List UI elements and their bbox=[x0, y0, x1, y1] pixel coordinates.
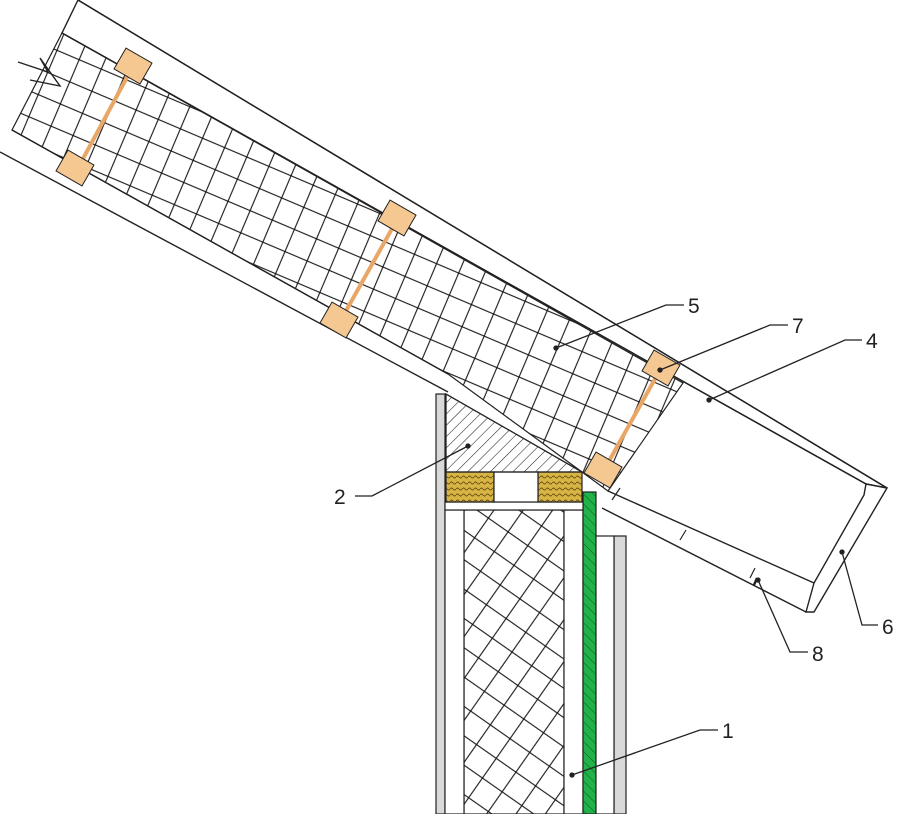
leader-8 bbox=[757, 579, 808, 653]
leader-6 bbox=[841, 551, 878, 626]
timber-block-right bbox=[537, 471, 583, 503]
tie-pad bbox=[583, 451, 623, 489]
wall-stud-right bbox=[563, 509, 584, 814]
wall-stud-left bbox=[444, 509, 465, 814]
tie-pad bbox=[113, 47, 153, 85]
callout-label-6: 6 bbox=[882, 616, 894, 639]
callout-label-8: 8 bbox=[812, 643, 824, 666]
wall-lining-right bbox=[613, 535, 627, 814]
leader-4 bbox=[708, 339, 862, 401]
wall-insulation bbox=[463, 509, 565, 814]
timber-wedge bbox=[445, 392, 585, 473]
leader-7 bbox=[659, 324, 788, 371]
callout-label-2: 2 bbox=[334, 486, 346, 509]
roof-panel bbox=[0, 0, 889, 613]
eaves-end-cap bbox=[805, 483, 889, 613]
leader-5 bbox=[555, 304, 684, 349]
callout-label-1: 1 bbox=[722, 720, 734, 743]
callout-labels: 1 2 4 5 6 7 8 bbox=[334, 295, 894, 743]
wall-membrane bbox=[582, 491, 597, 814]
wall-top-plate bbox=[444, 501, 584, 511]
wall-panel bbox=[435, 392, 627, 814]
callout-label-5: 5 bbox=[688, 295, 700, 318]
callout-label-4: 4 bbox=[866, 330, 878, 353]
wall-lining-left bbox=[435, 393, 446, 814]
callouts bbox=[355, 304, 878, 778]
timber-block-left bbox=[445, 471, 495, 503]
tie-pad bbox=[55, 149, 95, 187]
tie-pad bbox=[377, 199, 417, 237]
leader-2 bbox=[355, 445, 469, 497]
roof-insulation bbox=[11, 32, 684, 492]
tie-pad bbox=[319, 301, 359, 339]
callout-label-7: 7 bbox=[792, 315, 804, 338]
leader-1 bbox=[571, 729, 718, 776]
break-line bbox=[17, 57, 62, 88]
